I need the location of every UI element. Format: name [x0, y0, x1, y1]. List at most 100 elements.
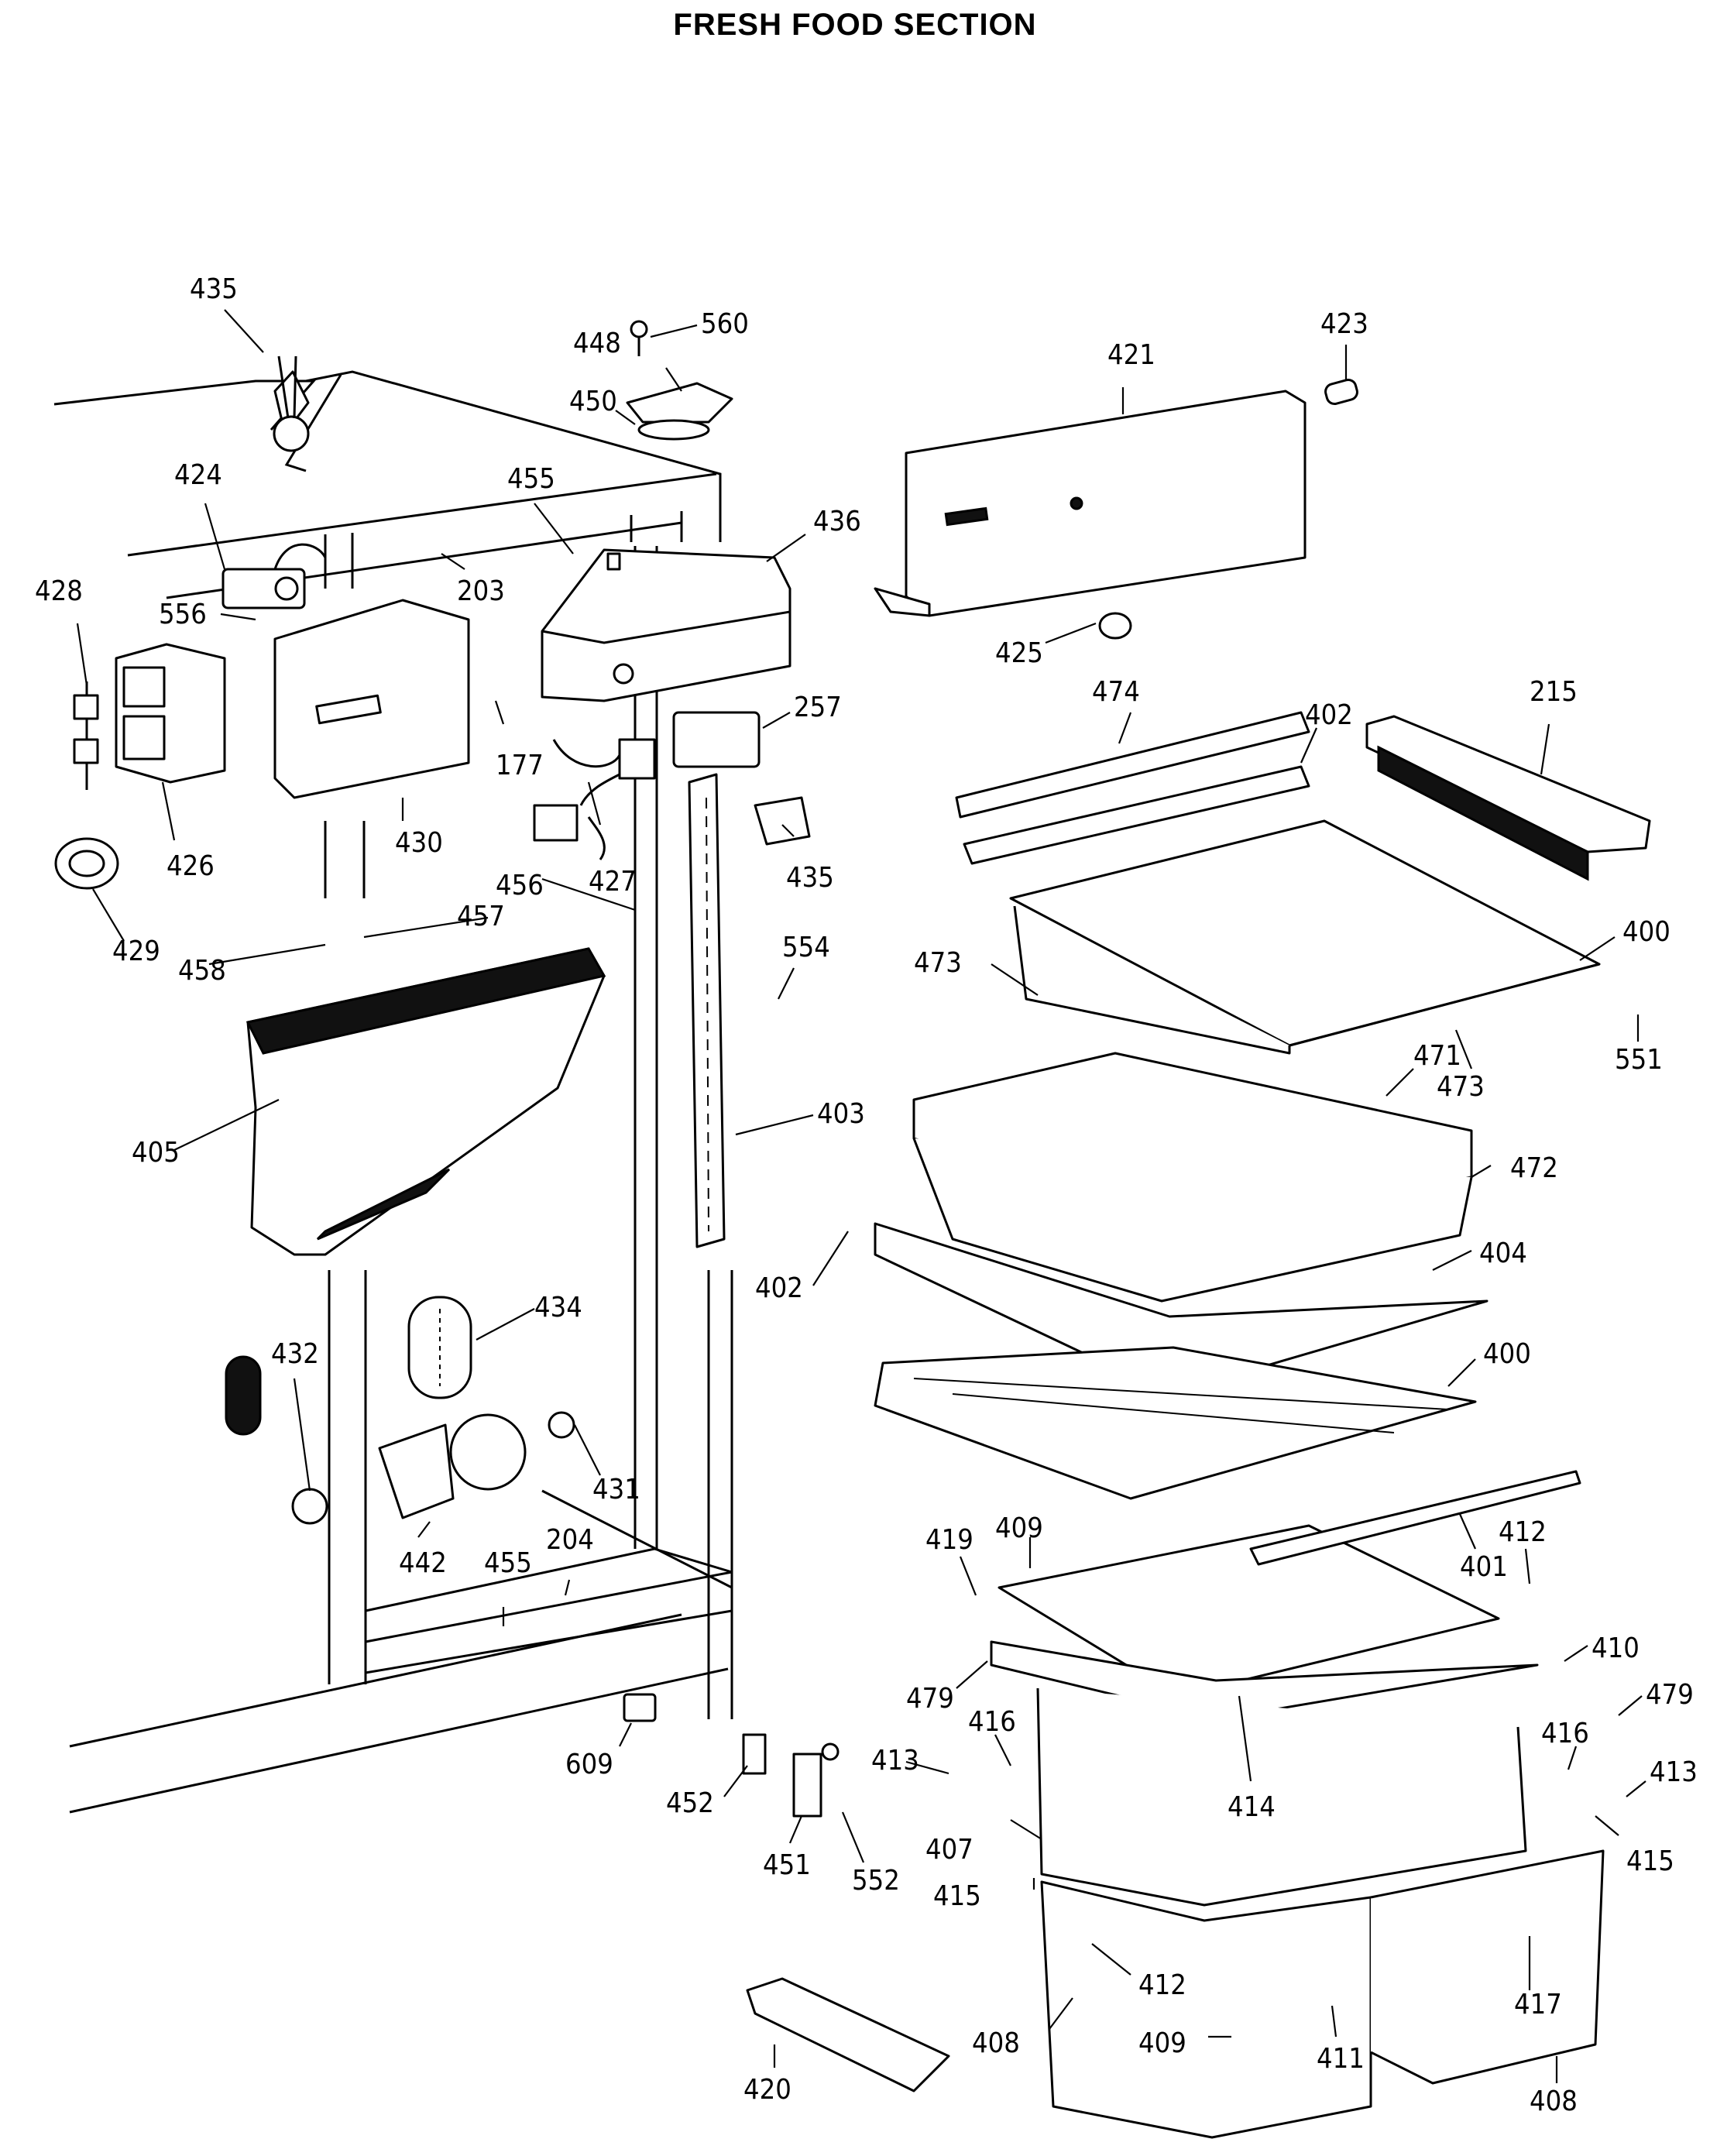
bracket-part-448: [626, 320, 733, 441]
callout-609: 609: [565, 1749, 613, 1780]
callout-474: 474: [1092, 676, 1140, 708]
crisper-cover-part-471: [912, 1052, 1473, 1303]
callout-409a: 409: [995, 1512, 1043, 1544]
bushing-part-432: [291, 1488, 328, 1525]
switch-part-609: [623, 1693, 657, 1722]
callout-455a: 455: [507, 463, 555, 495]
callout-451: 451: [763, 1849, 811, 1881]
callout-412b: 412: [1138, 1969, 1186, 2001]
hinge-part-451: [792, 1742, 840, 1818]
callout-410: 410: [1592, 1632, 1640, 1664]
callout-473b: 473: [1437, 1071, 1485, 1103]
callout-404: 404: [1479, 1238, 1527, 1269]
callout-405: 405: [132, 1137, 180, 1169]
callout-430: 430: [395, 827, 443, 859]
callout-215: 215: [1530, 676, 1578, 708]
cabinet-outline: [53, 370, 733, 1814]
shelf-rail-part-403: [688, 773, 726, 1248]
callout-415b: 415: [1626, 1845, 1674, 1877]
callout-431: 431: [592, 1474, 640, 1505]
callout-257: 257: [794, 692, 842, 723]
callout-177: 177: [496, 750, 544, 781]
housing-part-436: [541, 548, 791, 702]
callout-400b: 400: [1483, 1338, 1531, 1370]
drawer-part-420: [746, 1977, 950, 2092]
callout-419: 419: [925, 1524, 973, 1556]
knob-part-423: [1324, 379, 1358, 405]
callout-473a: 473: [914, 947, 962, 979]
callout-203: 203: [457, 575, 505, 607]
callout-417: 417: [1514, 1989, 1562, 2020]
callout-427: 427: [589, 866, 637, 898]
light-shield-part-434: [407, 1296, 472, 1399]
callout-457: 457: [457, 901, 505, 932]
callout-554: 554: [782, 932, 830, 963]
callout-412a: 412: [1499, 1516, 1547, 1548]
wiring-harness-part-427: [533, 738, 656, 860]
callout-442: 442: [399, 1547, 447, 1579]
callout-479a: 479: [906, 1683, 954, 1715]
bulb-socket-part-431: [548, 1411, 575, 1439]
callout-448: 448: [573, 328, 621, 359]
callout-408b: 408: [1530, 2086, 1578, 2117]
callout-435a: 435: [190, 273, 238, 305]
callout-420: 420: [743, 2074, 791, 2106]
callout-204: 204: [546, 1524, 594, 1556]
fan-motor-part-429: [54, 837, 119, 890]
callout-413a: 413: [871, 1745, 919, 1777]
callout-411: 411: [1317, 2043, 1365, 2075]
callout-415a: 415: [933, 1880, 981, 1912]
callout-556: 556: [159, 599, 207, 630]
light-socket-part-435: [273, 355, 310, 452]
callout-479b: 479: [1646, 1679, 1694, 1711]
control-panel-part-421: [874, 390, 1307, 617]
callout-436: 436: [813, 506, 861, 537]
callout-416a: 416: [968, 1706, 1016, 1738]
wire-shelf-part-400b: [874, 1346, 1477, 1500]
callout-471: 471: [1413, 1040, 1461, 1072]
callout-402b: 402: [755, 1272, 803, 1304]
callout-432: 432: [271, 1338, 319, 1370]
callout-560: 560: [701, 308, 749, 340]
callout-551: 551: [1615, 1044, 1663, 1076]
callout-434: 434: [534, 1292, 582, 1323]
callout-429: 429: [112, 936, 160, 967]
callout-455b: 455: [484, 1547, 532, 1579]
callout-401: 401: [1460, 1551, 1508, 1583]
socket-part-435b: [754, 796, 811, 846]
callout-452: 452: [666, 1787, 714, 1819]
callout-407: 407: [925, 1834, 973, 1866]
opening-part-432: [225, 1355, 262, 1436]
callout-425: 425: [995, 637, 1043, 669]
callout-472: 472: [1510, 1152, 1558, 1184]
dairy-compartment-part-405: [246, 947, 606, 1256]
callout-402a: 402: [1305, 699, 1353, 731]
bin-part-215: [1365, 715, 1651, 881]
callout-400a: 400: [1622, 916, 1671, 948]
callout-labels: 435 448 560 450 421 423 424 455 436 428 …: [35, 273, 1698, 2117]
shelf-part-400: [1009, 819, 1601, 1055]
callout-409b: 409: [1138, 2027, 1186, 2059]
cover-part-430: [273, 599, 470, 799]
callout-450: 450: [569, 386, 617, 417]
damper-part-426: [115, 643, 226, 784]
glass-shelf-part-409: [998, 1524, 1500, 1698]
callout-423: 423: [1320, 308, 1368, 340]
callout-456: 456: [496, 870, 544, 901]
shelf-frame-part-474: [955, 711, 1310, 865]
callout-403: 403: [817, 1098, 865, 1130]
callout-421: 421: [1107, 339, 1155, 371]
plate-part-452: [742, 1733, 767, 1775]
crisper-drawer-part-408: [1040, 1849, 1605, 2139]
crisper-frame-part-410: [990, 1640, 1539, 1907]
callout-426: 426: [167, 850, 215, 882]
timer-part-257: [672, 711, 761, 768]
diagram-title: FRESH FOOD SECTION: [673, 8, 1037, 42]
callout-414: 414: [1228, 1791, 1276, 1823]
sensor-part-428: [73, 681, 99, 790]
callout-458: 458: [178, 955, 226, 987]
knob-part-425: [1098, 612, 1132, 640]
leader-lines: [76, 309, 1646, 2083]
callout-435b: 435: [786, 862, 834, 894]
